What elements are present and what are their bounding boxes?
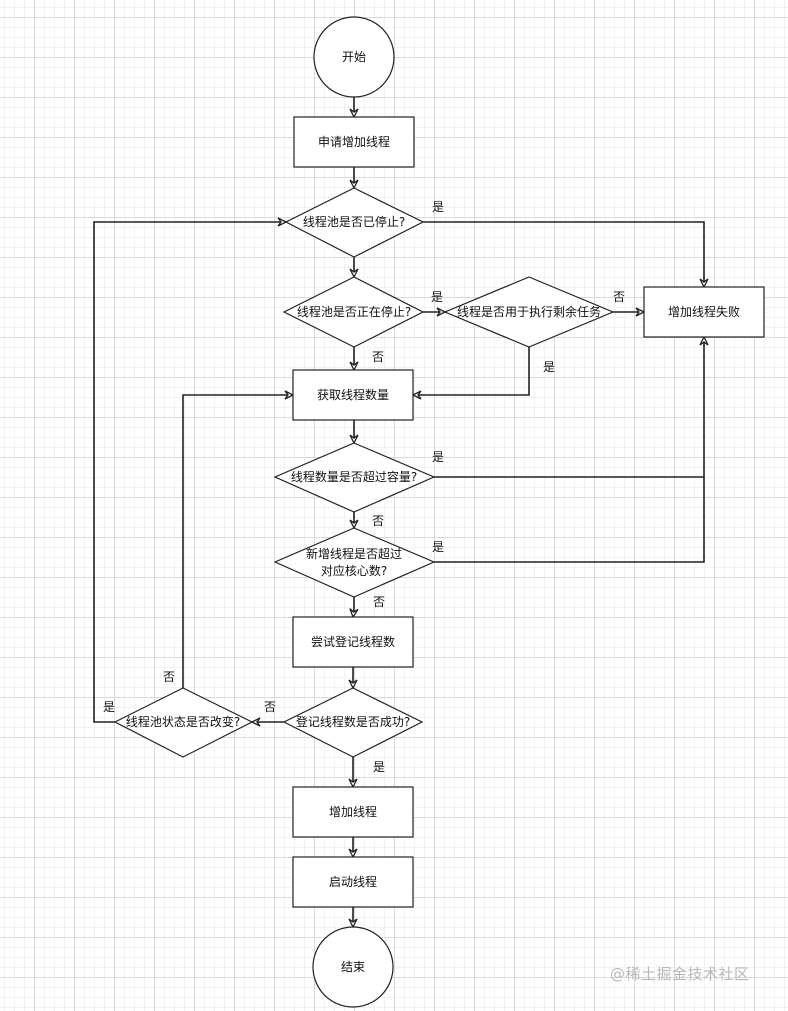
edge-core-fail (434, 477, 705, 563)
node-register-ok: 登记线程数是否成功? (282, 687, 424, 758)
node-add-thread-label: 增加线程 (329, 804, 377, 819)
connectors (93, 97, 705, 927)
node-state-changed-label: 线程池状态是否改变? (126, 714, 240, 729)
edge-remaining-getcount (413, 347, 530, 395)
label-capacity-no: 否 (372, 514, 384, 528)
node-end-label: 结束 (341, 960, 365, 974)
node-request-label: 申请增加线程 (318, 134, 390, 149)
node-for-remaining-label: 线程是否用于执行剩余任务 (457, 304, 601, 319)
edge-labels: 是 是 否 否 是 是 否 是 否 否 是 是 否 (103, 200, 625, 774)
node-fail: 增加线程失败 (643, 286, 765, 338)
label-core-yes: 是 (432, 540, 444, 554)
label-remaining-yes: 是 (543, 360, 555, 374)
node-start: 开始 (313, 16, 395, 98)
node-get-count: 获取线程数量 (292, 369, 414, 421)
node-over-capacity: 线程数量是否超过容量? (273, 442, 436, 513)
node-add-thread: 增加线程 (292, 786, 414, 838)
edge-changed-stopped (93, 222, 286, 723)
label-changed-yes: 是 (103, 700, 115, 714)
watermark: @稀土掘金技术社区 (610, 965, 750, 983)
node-fail-label: 增加线程失败 (668, 304, 740, 319)
label-register-yes: 是 (373, 760, 385, 774)
edge-changed-getcount (182, 395, 293, 688)
node-state-changed: 线程池状态是否改变? (113, 687, 254, 758)
node-for-remaining: 线程是否用于执行剩余任务 (443, 276, 615, 348)
node-register-ok-label: 登记线程数是否成功? (296, 714, 410, 729)
node-start-label: 开始 (342, 50, 366, 64)
node-over-capacity-label: 线程数量是否超过容量? (291, 469, 417, 484)
label-changed-no: 否 (163, 670, 175, 684)
node-is-stopped-label: 线程池是否已停止? (303, 214, 405, 229)
node-is-stopping: 线程池是否正在停止? (282, 276, 425, 348)
label-core-no: 否 (373, 595, 385, 609)
label-stopped-yes: 是 (432, 200, 444, 214)
node-start-thread-label: 启动线程 (329, 874, 377, 889)
label-capacity-yes: 是 (432, 450, 444, 464)
node-request: 申请增加线程 (293, 116, 415, 168)
label-stopping-yes: 是 (431, 290, 443, 304)
node-start-thread: 启动线程 (292, 856, 414, 908)
node-get-count-label: 获取线程数量 (317, 387, 389, 402)
label-register-no: 否 (264, 700, 276, 714)
node-is-stopping-label: 线程池是否正在停止? (297, 304, 411, 319)
node-end: 结束 (312, 926, 394, 1008)
node-try-register: 尝试登记线程数 (292, 616, 414, 668)
node-over-core-label-line1: 新增线程是否超过 (306, 546, 402, 561)
node-over-core: 新增线程是否超过 对应核心数? (273, 527, 436, 598)
edge-core-register (353, 597, 354, 617)
node-over-core-label-line2: 对应核心数? (321, 563, 387, 578)
edge-stopped-fail (423, 221, 704, 287)
node-is-stopped: 线程池是否已停止? (284, 187, 425, 258)
label-stopping-no: 否 (372, 350, 384, 364)
node-try-register-label: 尝试登记线程数 (311, 634, 395, 649)
label-remaining-no: 否 (613, 290, 625, 304)
edge-capacity-fail (434, 337, 704, 478)
